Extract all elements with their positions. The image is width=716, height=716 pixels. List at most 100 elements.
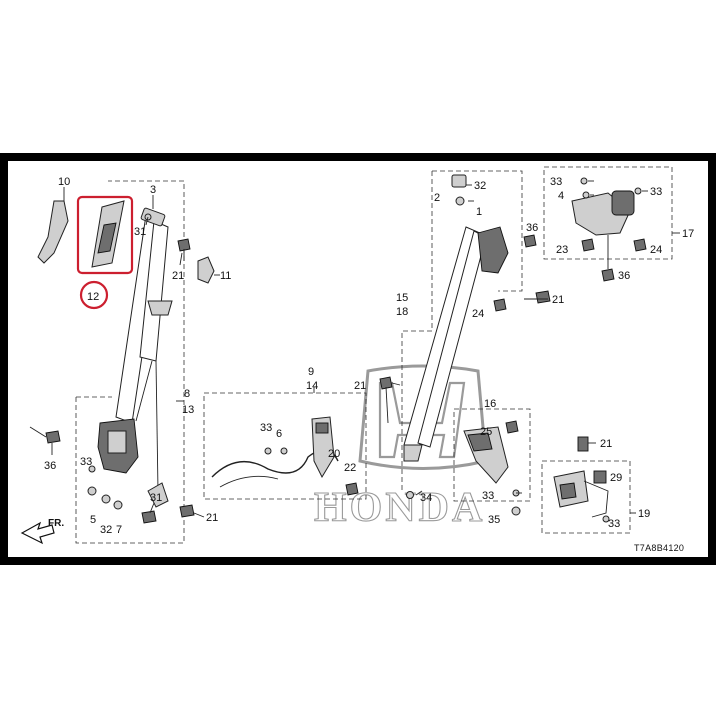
honda-watermark-text: HONDA [314, 485, 485, 531]
leader-lines [29, 180, 680, 518]
nut-33-harness [264, 447, 272, 455]
callout-21-lower-left: 21 [206, 512, 218, 524]
front-direction-arrow: FR. [20, 518, 64, 545]
seat-belt-parts-diagram: HONDA [20, 166, 694, 553]
nut-35 [511, 506, 521, 516]
callout-36-rear: 36 [618, 270, 630, 282]
callout-33-harness: 33 [260, 422, 272, 434]
callout-33-rear-right: 33 [650, 186, 662, 198]
callout-33-center: 33 [482, 490, 494, 502]
callout-14: 14 [306, 380, 318, 392]
bolt-23 [581, 238, 595, 252]
washer-5 [87, 486, 97, 496]
callout-26: 24 [472, 308, 484, 320]
callout-10: 10 [58, 176, 70, 188]
callout-12: 12 [87, 291, 99, 303]
washer-1 [455, 196, 465, 206]
nut-33-rear-right [634, 187, 642, 195]
center-buckle-16 [463, 420, 521, 516]
callout-27: 25 [480, 426, 492, 438]
callout-31-left: 31 [134, 226, 146, 238]
upper-anchor [140, 207, 166, 227]
group-boxes [75, 166, 673, 544]
callout-7: 7 [116, 524, 122, 536]
group-box-buckle-rear [541, 460, 631, 534]
diagram-frame: HONDA [0, 153, 716, 565]
bolt-21-rear-buckle [577, 436, 589, 452]
rear-buckle-19 [553, 436, 610, 523]
callout-13: 13 [182, 404, 194, 416]
callout-22: 22 [344, 462, 356, 474]
callout-33-rear: 33 [608, 518, 620, 530]
callout-21-rear-buckle: 21 [600, 438, 612, 450]
bolt-21-lower-left [179, 504, 195, 518]
rear-retractor-17 [571, 177, 647, 282]
washer-7 [113, 500, 123, 510]
callout-36-left: 36 [44, 460, 56, 472]
callout-24: 24 [650, 244, 662, 256]
group-box-left [75, 180, 185, 544]
callout-numbers: 10 12 3 31 21 11 8 13 36 33 5 32 7 31 21… [44, 176, 694, 536]
honda-watermark: HONDA [313, 364, 488, 532]
callout-18: 18 [396, 306, 408, 318]
bolt-36-left [45, 430, 61, 444]
callout-4: 4 [558, 190, 564, 202]
front-marker-label: FR. [48, 518, 64, 529]
bolt-22 [345, 482, 359, 496]
clip-11 [197, 256, 215, 284]
callout-15: 15 [396, 292, 408, 304]
group-box-buckle-center [453, 408, 531, 502]
callout-2: 2 [434, 192, 440, 204]
group-box-center [432, 170, 523, 292]
height-adjuster-10 [37, 200, 69, 264]
callout-32: 32 [100, 524, 112, 536]
group-box-harness [203, 392, 367, 500]
buckle-harness-group [211, 416, 359, 496]
bolt-24 [633, 238, 647, 252]
callout-17: 17 [682, 228, 694, 240]
callout-9: 9 [308, 366, 314, 378]
callout-5: 5 [90, 514, 96, 526]
callout-20: 20 [328, 448, 340, 460]
callout-28: 29 [610, 472, 622, 484]
bolt-26 [493, 298, 507, 312]
highlight-circle-part-12 [79, 280, 109, 310]
front-belt-assembly [37, 200, 215, 524]
callout-33-rear-top: 33 [550, 176, 562, 188]
center-belt-assembly [379, 174, 551, 499]
bolt-36-center [523, 234, 537, 248]
center-lower-anchor [403, 444, 423, 462]
bolt-36-rear [601, 268, 615, 282]
callout-21-pillar: 21 [354, 380, 366, 392]
callout-31-center: 32 [474, 180, 486, 192]
callout-36-center: 36 [526, 222, 538, 234]
bolt-28 [593, 470, 607, 484]
callout-11: 11 [220, 270, 231, 282]
washer-6 [280, 447, 288, 455]
callout-6: 6 [276, 428, 282, 440]
bolt-27 [505, 420, 519, 434]
callout-33-left: 33 [80, 456, 92, 468]
washer-4 [582, 191, 590, 199]
callout-34: 34 [420, 492, 432, 504]
highlight-box-part-12 [76, 195, 134, 275]
callout-25: 21 [172, 270, 184, 282]
center-retractor [477, 226, 509, 274]
callout-3: 3 [150, 184, 156, 196]
callout-23: 23 [556, 244, 568, 256]
callout-8: 8 [184, 388, 190, 400]
lower-anchor [147, 482, 169, 508]
bolt-29 [141, 510, 157, 524]
bushing-2 [451, 174, 467, 188]
bolt-21-center [535, 290, 551, 304]
callout-35: 35 [488, 514, 500, 526]
callout-16: 16 [484, 398, 496, 410]
nut-33-rear [602, 515, 610, 523]
bolt-25 [177, 238, 191, 252]
diagram-panel: HONDA [8, 161, 708, 557]
callout-21-center: 21 [552, 294, 564, 306]
callout-1: 1 [476, 206, 482, 218]
front-arrow-icon [20, 521, 55, 545]
nut-34 [406, 491, 414, 499]
drawing-code: T7A8B4120 [634, 543, 684, 553]
